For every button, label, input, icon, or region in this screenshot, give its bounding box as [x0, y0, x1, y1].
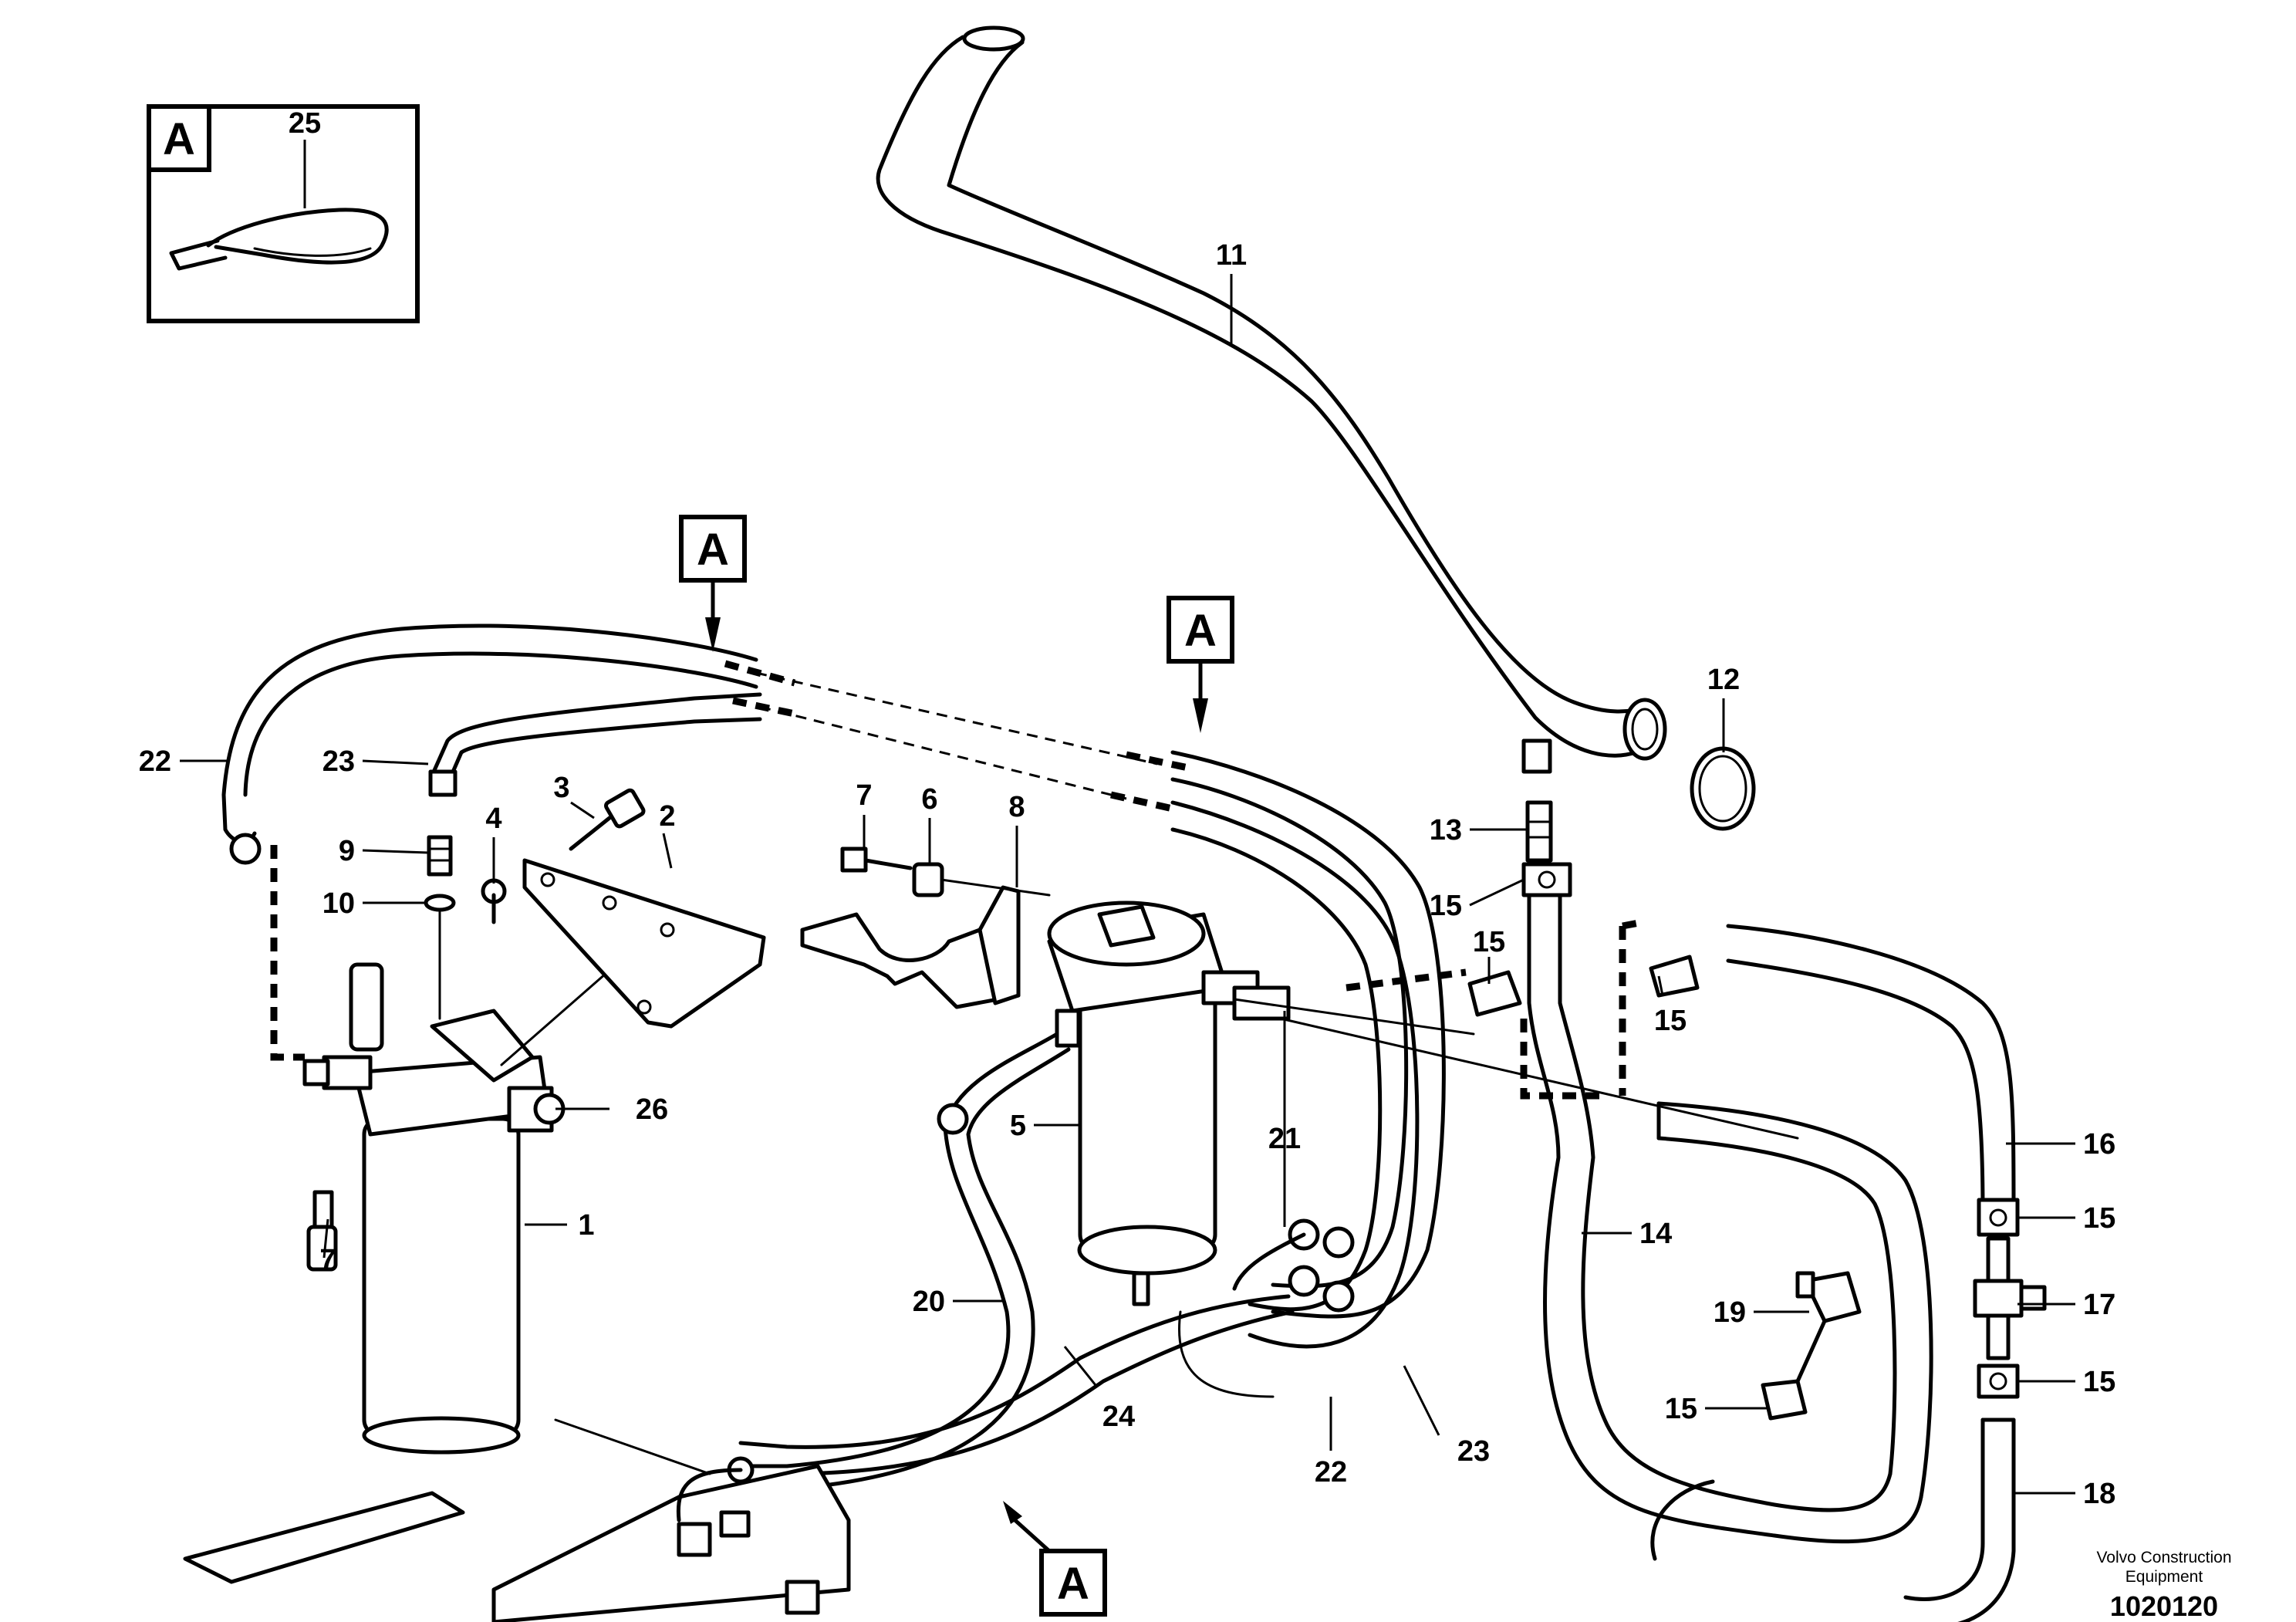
washer-10	[424, 894, 456, 912]
screw-4	[481, 878, 507, 924]
spacer-6	[912, 862, 944, 897]
callout-25: 25	[289, 107, 321, 140]
callout-labels: 25 11 12 13 15 15 15 16 15 17 15 18 14 1…	[139, 107, 2116, 1510]
callout-18: 18	[2083, 1478, 2115, 1510]
hose-22	[221, 623, 1446, 1319]
filter-housing-5	[1047, 901, 1291, 1398]
callout-7-b: 7	[319, 1244, 336, 1276]
frame-lower	[183, 1418, 851, 1622]
clamp-15-upper-mid	[1467, 970, 1522, 1017]
callout-1: 1	[578, 1209, 594, 1242]
callout-21: 21	[1268, 1123, 1301, 1155]
svg-text:A: A	[1184, 606, 1217, 656]
credit-block: Volvo Construction Equipment 1020120	[2096, 1549, 2231, 1622]
callout-6: 6	[921, 783, 937, 816]
callout-9: 9	[339, 835, 355, 867]
credit-line-1: Volvo Construction	[2096, 1549, 2231, 1566]
callout-3: 3	[553, 772, 569, 804]
inset-detail-a: A	[147, 104, 420, 323]
clamp-15-upper-right	[1649, 955, 1700, 998]
pipe-11	[876, 25, 1667, 774]
hose-18	[1903, 1418, 2016, 1622]
callout-15-b: 15	[1473, 926, 1505, 958]
callout-22-a: 22	[139, 745, 171, 778]
bracket-8	[800, 885, 1021, 1009]
callout-7-a: 7	[856, 779, 872, 812]
callout-22-b: 22	[1315, 1456, 1347, 1489]
callout-15-f: 15	[1665, 1393, 1697, 1425]
callout-26: 26	[636, 1093, 668, 1126]
svg-text:A: A	[697, 525, 729, 575]
valve-17	[1973, 1236, 2047, 1360]
callout-23-b: 23	[1457, 1435, 1490, 1468]
clamp-15-upper-left	[1521, 862, 1572, 897]
continuity-markers	[270, 845, 1644, 1100]
callout-15-a: 15	[1430, 890, 1462, 922]
leaders	[180, 140, 2075, 1495]
hose-14	[1527, 893, 1923, 1561]
callout-15-c: 15	[1654, 1005, 1687, 1037]
detail-ref-bottom: A	[1003, 1501, 1107, 1617]
clamp-15-right-upper	[1977, 1198, 2020, 1237]
o-ring-12	[1690, 746, 1756, 831]
callout-2: 2	[659, 800, 675, 833]
callout-5: 5	[1010, 1110, 1026, 1142]
cable-tie-25	[169, 208, 389, 271]
nipple-13	[1525, 800, 1553, 863]
detail-ref-top-right: A	[1167, 596, 1234, 733]
callout-12: 12	[1707, 664, 1740, 696]
hose-20	[731, 1032, 1071, 1492]
svg-text:A: A	[1057, 1559, 1089, 1609]
detail-ref-top-left: A	[679, 515, 747, 652]
filter-1	[302, 962, 566, 1455]
hose-16	[1726, 924, 2016, 1214]
callout-20: 20	[913, 1286, 945, 1318]
bracket-2	[522, 858, 766, 1029]
callout-16: 16	[2083, 1128, 2115, 1161]
credit-line-2: Equipment	[2125, 1568, 2203, 1586]
hose-23	[428, 692, 1420, 1349]
callout-15-d: 15	[2083, 1202, 2115, 1235]
fittings-21	[1232, 1218, 1355, 1313]
callout-4: 4	[485, 803, 501, 835]
callout-23-a: 23	[322, 745, 355, 778]
clamp-15-lower-mid	[1761, 1379, 1808, 1421]
bolt-3	[569, 788, 646, 851]
callout-13: 13	[1430, 814, 1462, 846]
callout-14: 14	[1639, 1218, 1672, 1250]
hose-24	[738, 1294, 1295, 1476]
callout-10: 10	[322, 887, 355, 920]
callout-8: 8	[1008, 791, 1025, 823]
callout-17: 17	[2083, 1289, 2115, 1321]
callout-15-e: 15	[2083, 1366, 2115, 1398]
hose-lower-right	[1656, 1101, 1933, 1499]
callout-24: 24	[1102, 1401, 1135, 1433]
adapter-9	[427, 835, 453, 877]
elbow-19	[1795, 1271, 1862, 1384]
bolt-7-upper	[840, 846, 913, 873]
clamp-15-right-lower	[1977, 1363, 2020, 1399]
callout-19: 19	[1714, 1296, 1746, 1329]
inset-ref-letter: A	[163, 114, 195, 164]
callout-11: 11	[1216, 239, 1247, 272]
document-number: 1020120	[2110, 1590, 2218, 1622]
